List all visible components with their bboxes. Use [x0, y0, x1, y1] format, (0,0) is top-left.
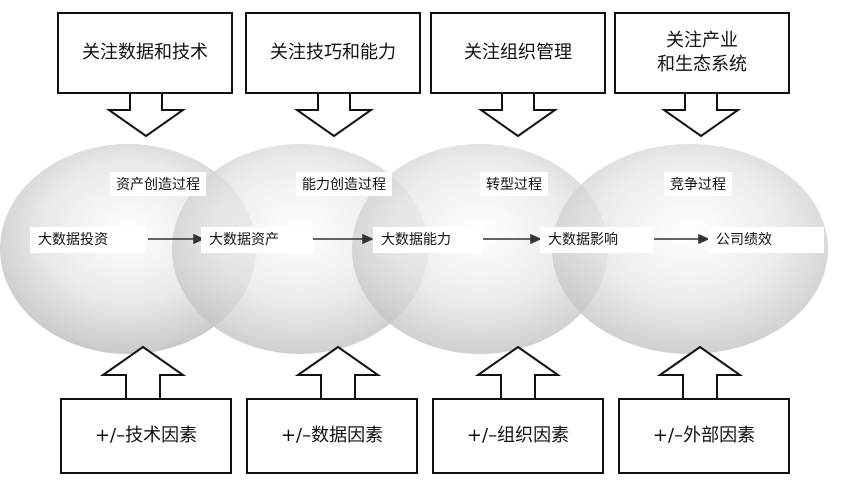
bottom-box-data-factors: +/–数据因素: [246, 398, 418, 474]
bottom-box-org-factors: +/–组织因素: [432, 398, 604, 474]
stage-capability: 大数据能力: [373, 227, 483, 253]
bottom-up-arrow-1: [99, 345, 187, 401]
process-ellipse-4: [552, 144, 828, 354]
bottom-up-arrow-2: [294, 345, 382, 401]
process-label-capability: 能力创造过程: [296, 172, 392, 196]
top-down-arrow-2: [293, 92, 375, 138]
stage-impact: 大数据影响: [540, 227, 654, 253]
top-down-arrow-1: [105, 92, 187, 138]
stage-investment: 大数据投资: [30, 227, 146, 253]
top-box-org-management: 关注组织管理: [430, 12, 606, 94]
top-box-skills: 关注技巧和能力: [245, 12, 421, 94]
bottom-box-external-factors: +/–外部因素: [618, 398, 790, 474]
top-down-arrow-3: [477, 92, 559, 138]
bottom-box-tech-factors: +/–技术因素: [60, 398, 232, 474]
top-box-industry: 关注产业 和生态系统: [614, 12, 790, 94]
top-down-arrow-4: [660, 92, 742, 138]
process-label-competition: 竞争过程: [664, 172, 732, 196]
process-label-asset: 资产创造过程: [110, 172, 206, 196]
bottom-up-arrow-4: [656, 345, 744, 401]
stage-assets: 大数据资产: [201, 227, 313, 253]
top-box-data-tech: 关注数据和技术: [57, 12, 233, 94]
stage-performance: 公司绩效: [708, 227, 824, 253]
process-label-transformation: 转型过程: [480, 172, 548, 196]
bottom-up-arrow-3: [474, 345, 562, 401]
flow-arrows: [148, 233, 710, 245]
